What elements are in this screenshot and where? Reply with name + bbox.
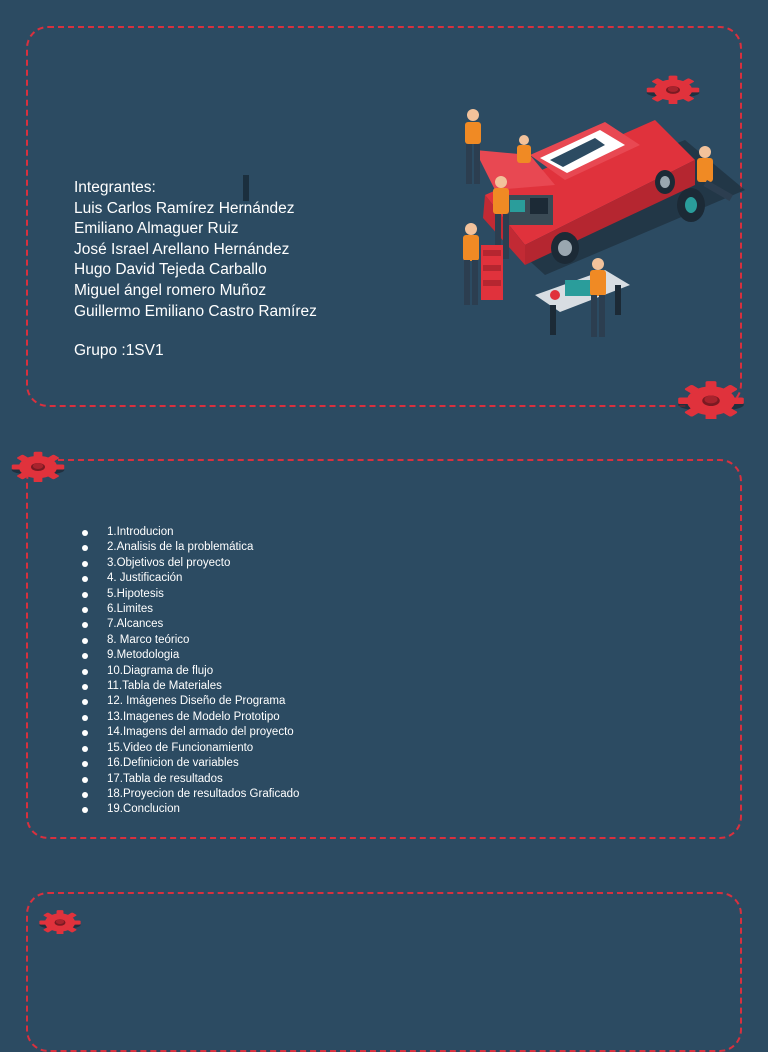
list-item: 13.Imagenes de Modelo Prototipo: [80, 710, 299, 725]
bullet-icon: [82, 545, 88, 552]
mechanics-repairing-car-illustration: [463, 109, 745, 337]
bullet-icon: [82, 745, 88, 752]
list-item: 14.Imagens del armado del proyecto: [80, 725, 299, 740]
list-item: 12. Imágenes Diseño de Programa: [80, 694, 299, 709]
bullet-icon: [82, 576, 88, 583]
bullet-icon: [82, 668, 88, 675]
list-item: 19.Conclucion: [80, 802, 299, 817]
list-item: 4. Justificación: [80, 571, 299, 586]
list-item: 5.Hipotesis: [80, 587, 299, 602]
bullet-icon: [82, 684, 88, 691]
members-card: [26, 26, 742, 407]
group-label: Grupo :1SV1: [74, 342, 164, 359]
gear-icon: [678, 381, 744, 419]
list-item: 17.Tabla de resultados: [80, 772, 299, 787]
member-name: Miguel ángel romero Muñoz: [74, 281, 267, 299]
bullet-icon: [82, 530, 88, 536]
gear-icon: [646, 75, 700, 104]
member-name: Luis Carlos Ramírez Hernández: [74, 199, 295, 217]
list-item: 8. Marco teórico: [80, 633, 299, 648]
list-item: 1.Introducion: [80, 525, 299, 540]
bullet-icon: [82, 607, 88, 614]
bullet-icon: [82, 807, 88, 814]
list-item: 3.Objetivos del proyecto: [80, 556, 299, 571]
member-name: Hugo David Tejeda Carballo: [74, 261, 267, 279]
bullet-icon: [82, 761, 88, 768]
bullet-icon: [82, 560, 88, 567]
bullet-icon: [82, 591, 88, 598]
list-item: 16.Definicion de variables: [80, 756, 299, 771]
list-item: 7.Alcances: [80, 617, 299, 632]
text-cursor-mark: [243, 175, 249, 201]
toc-list: 1.Introducion 2.Analisis de la problemát…: [80, 525, 299, 818]
bullet-icon: [82, 791, 88, 798]
member-name: Emiliano Almaguer Ruiz: [74, 220, 239, 238]
bullet-icon: [82, 699, 88, 706]
members-list: Integrantes: Luis Carlos Ramírez Hernánd…: [74, 178, 317, 322]
bullet-icon: [82, 622, 88, 629]
list-item: 18.Proyecion de resultados Graficado: [80, 787, 299, 802]
member-name: Guillermo Emiliano Castro Ramírez: [74, 302, 317, 320]
list-item: 11.Tabla de Materiales: [80, 679, 299, 694]
list-item: 6.Limites: [80, 602, 299, 617]
table-of-contents-card: [26, 459, 742, 839]
member-name: José Israel Arellano Hernández: [74, 240, 290, 258]
list-item: 10.Diagrama de flujo: [80, 664, 299, 679]
bullet-icon: [82, 714, 88, 721]
gear-icon: [11, 451, 65, 482]
members-heading: Integrantes:: [74, 179, 156, 196]
bullet-icon: [82, 653, 88, 660]
bullet-icon: [82, 776, 88, 783]
bullet-icon: [82, 730, 88, 737]
empty-card: [26, 892, 742, 1052]
gear-icon: [39, 910, 81, 934]
list-item: 9.Metodologia: [80, 648, 299, 663]
list-item: 2.Analisis de la problemática: [80, 540, 299, 555]
list-item: 15.Video de Funcionamiento: [80, 741, 299, 756]
bullet-icon: [82, 637, 88, 644]
